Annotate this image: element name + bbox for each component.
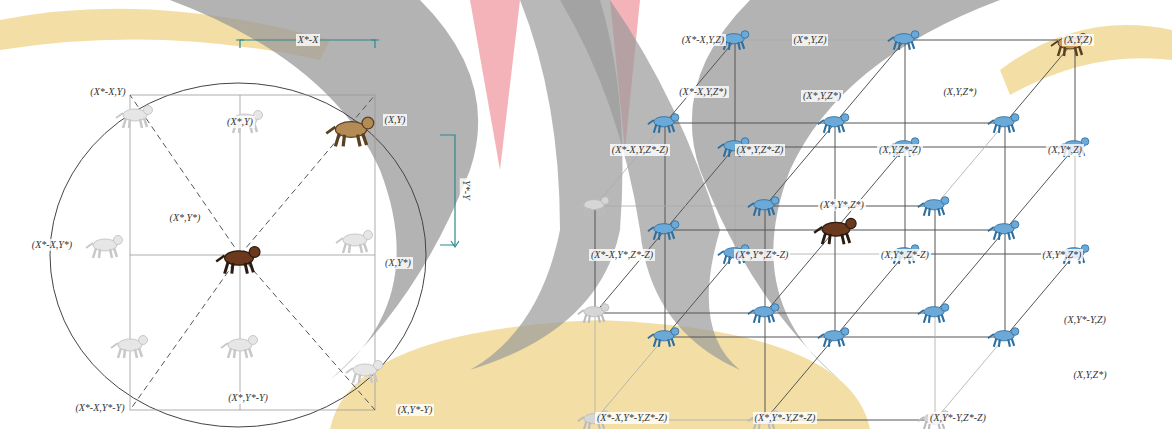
lattice-line: [935, 230, 1005, 313]
plane-search: [50, 40, 459, 427]
coordinate-label: (X*,Y,Z*): [801, 90, 843, 102]
lattice-line: [595, 313, 765, 314]
lattice-line: [905, 40, 906, 147]
coordinate-label: (X,Y*-Y,Z): [1062, 314, 1108, 326]
wolf-icon: [918, 304, 949, 323]
coordinate-label: (X,Y*): [383, 257, 413, 269]
lattice-line: [735, 147, 736, 254]
lattice-line: [1005, 230, 1006, 337]
lattice-line: [765, 313, 766, 420]
wolf-icon: [648, 114, 679, 133]
coordinate-label: (X*,Y,Z): [792, 34, 829, 46]
cube-lattice: [578, 31, 1089, 429]
coordinate-label: (X*,Y*,Z*): [818, 199, 866, 211]
lattice-line: [665, 230, 666, 337]
dimension-label: X*-X: [296, 34, 321, 46]
lattice-line: [735, 40, 736, 147]
coordinate-label: (X*-X,Y): [88, 86, 127, 98]
lattice-line: [665, 337, 835, 338]
coordinate-label: (X*-X,Y*,Z*-Z): [589, 249, 655, 261]
lattice-line: [835, 230, 1005, 231]
lattice-line: [595, 123, 665, 206]
lattice-line: [835, 123, 1005, 124]
lattice-line: [1005, 147, 1075, 230]
lattice-line: [935, 123, 1005, 206]
wolf-icon: [988, 221, 1019, 240]
coordinate-label: (X*-X,Y*): [30, 239, 74, 251]
wolf-icon: [888, 31, 919, 50]
predator-icon: [326, 117, 373, 146]
coordinate-label: (X,Y*,Z*-Z): [879, 249, 931, 261]
lattice-line: [1075, 147, 1076, 254]
coordinate-label: (X*-X,Y,Z*): [677, 86, 728, 98]
wolf-icon: [648, 328, 679, 347]
lattice-line: [935, 206, 936, 313]
wolf-icon: [988, 114, 1019, 133]
lattice-line: [1075, 40, 1076, 147]
wolf-icon: [988, 328, 1019, 347]
wolf-icon: [648, 221, 679, 240]
lattice-line: [1005, 123, 1006, 230]
prey-icon: [216, 247, 260, 274]
coordinate-label: (X,Y*,Z*): [1041, 249, 1084, 261]
lattice-line: [835, 40, 905, 123]
wolf-icon: [748, 197, 779, 216]
lattice-line: [935, 313, 936, 420]
lattice-line: [665, 254, 735, 337]
lattice-line: [835, 123, 836, 230]
coordinate-label: (X*,Y*): [168, 212, 203, 224]
lattice-line: [665, 230, 835, 231]
coordinate-label: (X,Y): [383, 114, 408, 126]
lattice-line: [765, 123, 835, 206]
coordinate-label: (X*-X,Y,Z*-Z): [610, 144, 670, 156]
coordinate-label: (X,Y,Z*-Z): [877, 144, 923, 156]
lattice-line: [765, 337, 835, 420]
lattice-line: [665, 40, 735, 123]
lattice-line: [835, 230, 836, 337]
coordinate-label: (X,Y,Z*): [942, 86, 979, 98]
wolf-icon: [578, 197, 609, 216]
coordinate-label: (X*,Y*-Y): [226, 392, 270, 404]
wolf-icon: [818, 114, 849, 133]
lattice-line: [595, 206, 765, 207]
coordinate-label: (X*,Y*,Z*-Z): [734, 249, 791, 261]
dimension-label: Y*-Y: [460, 178, 472, 201]
prey-icon: [814, 218, 856, 244]
coordinate-label: (X*,Y,Z*-Z): [735, 144, 786, 156]
lattice-line: [765, 230, 835, 313]
lattice-line: [765, 313, 935, 314]
coordinate-label: (X*,Y*-Y,Z*-Z): [753, 412, 818, 424]
coordinate-label: (X,Y*-Y,Z*-Z): [928, 412, 988, 424]
lattice-line: [665, 123, 666, 230]
wolf-icon: [918, 197, 949, 216]
lattice-line: [595, 230, 665, 313]
lattice-line: [905, 147, 906, 254]
lattice-line: [595, 337, 665, 420]
wolf-icon: [748, 304, 779, 323]
lattice-line: [665, 147, 735, 230]
lattice-line: [935, 337, 1005, 420]
lattice-line: [905, 40, 1075, 41]
coordinate-label: (X*-X,Y*-Y): [73, 402, 126, 414]
lattice-line: [665, 123, 835, 124]
coordinate-label: (X*-X,Y*-Y,Z*-Z): [595, 412, 669, 424]
wolf-icon: [578, 304, 609, 323]
wolf-icon: [818, 328, 849, 347]
coordinate-label: (X,Y,Z*): [1072, 369, 1109, 381]
coordinate-label: (X,Y*-Y): [396, 404, 435, 416]
wolf-icons: [86, 106, 383, 384]
lattice-line: [595, 313, 596, 420]
coordinate-label: (X*-X,Y,Z): [680, 34, 726, 46]
lattice-line: [835, 254, 905, 337]
lattice-line: [835, 337, 1005, 338]
coordinate-label: (X,Y,Z): [1062, 34, 1094, 46]
lattice-line: [835, 147, 905, 230]
coordinate-label: (X,Y*,Z): [1046, 144, 1084, 156]
coordinate-label: (X*,Y): [225, 116, 255, 128]
